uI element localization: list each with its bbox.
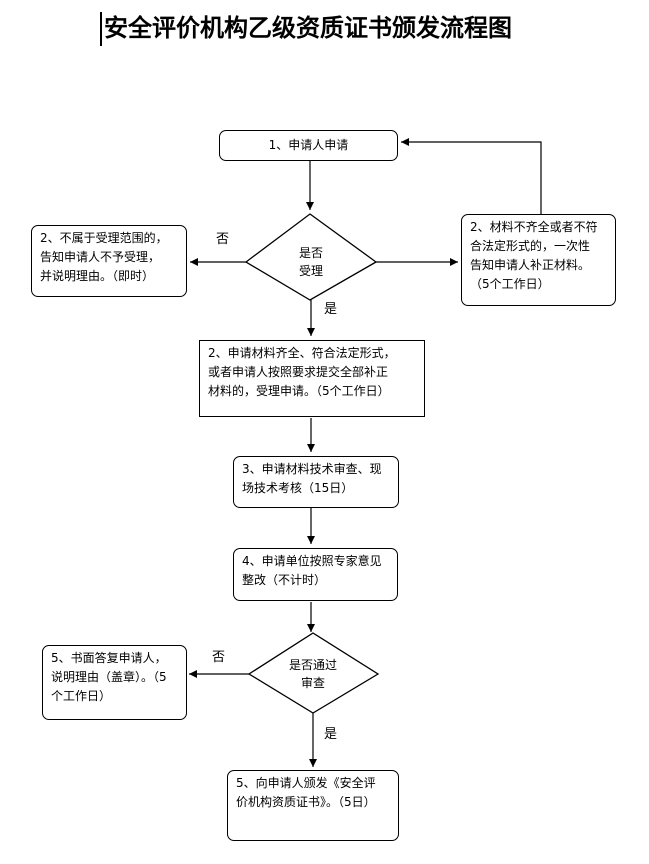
decision-accept-line-1: 是否 xyxy=(298,246,323,260)
issue-line-2: 价机构资质证书》。（5日） xyxy=(236,795,376,809)
node-review: 3、申请材料技术审查、现 场技术考核（15日） xyxy=(233,456,399,508)
rectify-line-1: 4、申请单位按照专家意见 xyxy=(242,554,382,568)
incomplete-line-3: 告知申请人补正材料。 xyxy=(470,258,591,272)
accepted-line-2: 或者申请人按照要求提交全部补正 xyxy=(208,365,389,379)
review-line-2: 场技术考核（15日） xyxy=(242,481,354,495)
accepted-line-1: 2、申请材料齐全、符合法定形式， xyxy=(208,346,396,360)
node-issue: 5、向申请人颁发《安全评 价机构资质证书》。（5日） xyxy=(227,770,399,841)
edge-label-yes-accept: 是 xyxy=(324,302,338,317)
rectify-line-2: 整改（不计时） xyxy=(242,573,327,587)
title-cursor-bar xyxy=(100,12,102,46)
decision-accept-label: 是否 受理 xyxy=(275,244,347,280)
decision-pass-label: 是否通过 审查 xyxy=(271,656,355,692)
issue-line-1: 5、向申请人颁发《安全评 xyxy=(236,776,376,790)
node-rectify: 4、申请单位按照专家意见 整改（不计时） xyxy=(233,548,398,601)
reject-line-1: 2、不属于受理范围的， xyxy=(40,231,168,245)
decision-accept-line-2: 受理 xyxy=(298,264,323,278)
incomplete-line-4: （5个工作日） xyxy=(470,277,550,291)
edge-incomplete-to-apply xyxy=(401,138,542,214)
node-accepted: 2、申请材料齐全、符合法定形式， 或者申请人按照要求提交全部补正 材料的，受理申… xyxy=(199,340,425,417)
review-line-1: 3、申请材料技术审查、现 xyxy=(242,462,382,476)
node-reject-scope: 2、不属于受理范围的， 告知申请人不予受理， 并说明理由。（即时） xyxy=(31,225,187,297)
edge-label-no-accept: 否 xyxy=(216,232,230,247)
node-apply-text: 1、申请人申请 xyxy=(268,138,349,152)
reply-line-3: 个工作日） xyxy=(51,689,112,703)
node-apply: 1、申请人申请 xyxy=(219,130,398,161)
node-incomplete: 2、材料不齐全或者不符 合法定形式的，一次性 告知申请人补正材料。 （5个工作日… xyxy=(461,214,616,306)
reject-line-2: 告知申请人不予受理， xyxy=(40,250,161,264)
decision-accept-diamond xyxy=(244,213,378,301)
reply-line-1: 5、书面答复申请人， xyxy=(51,651,167,665)
decision-pass-line-2: 审查 xyxy=(300,676,325,690)
node-reply: 5、书面答复申请人， 说明理由（盖章）。（5 个工作日） xyxy=(42,645,187,720)
decision-pass-line-1: 是否通过 xyxy=(288,658,337,672)
page-title: 安全评价机构乙级资质证书颁发流程图 xyxy=(100,8,600,48)
edge-label-yes-pass: 是 xyxy=(324,727,338,742)
edge-label-no-pass: 否 xyxy=(212,650,226,665)
incomplete-line-1: 2、材料不齐全或者不符 xyxy=(470,220,598,234)
reject-line-3: 并说明理由。（即时） xyxy=(40,269,155,283)
incomplete-line-2: 合法定形式的，一次性 xyxy=(470,239,591,253)
decision-pass-diamond xyxy=(247,632,380,714)
title-text: 安全评价机构乙级资质证书颁发流程图 xyxy=(104,13,512,42)
accepted-line-3: 材料的，受理申请。（5个工作日） xyxy=(208,384,390,398)
reply-line-2: 说明理由（盖章）。（5 xyxy=(51,670,167,684)
